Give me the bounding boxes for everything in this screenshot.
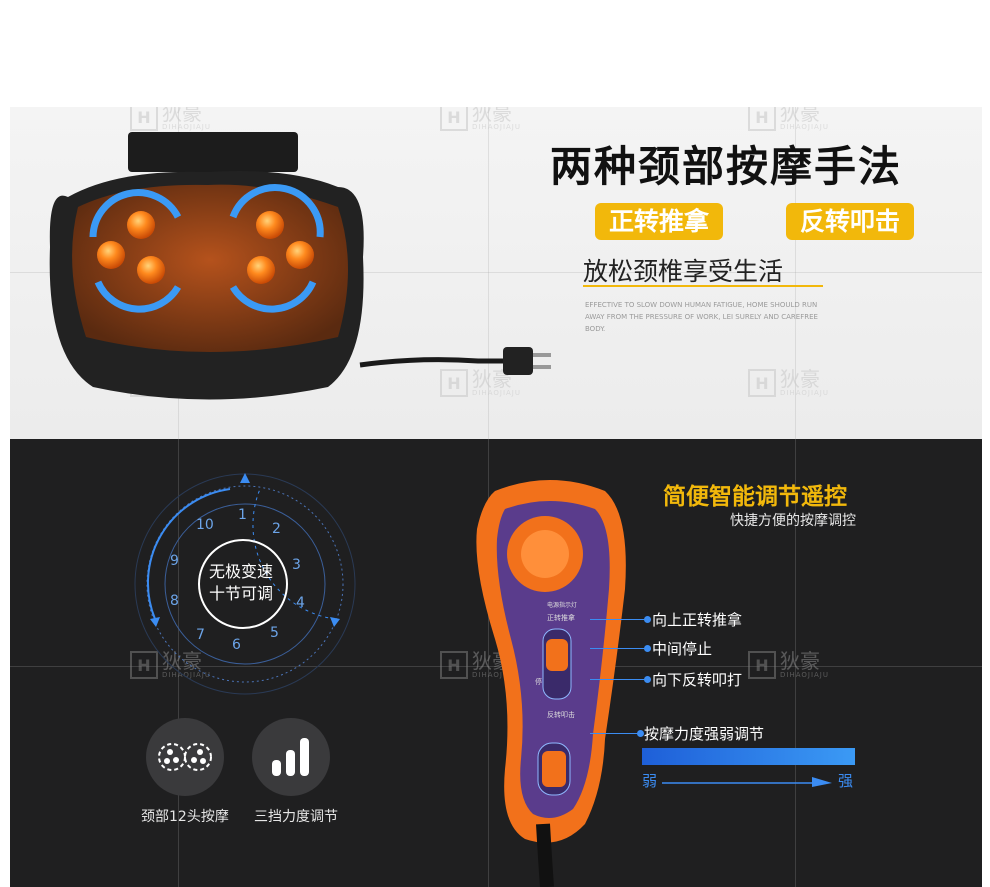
dial-number: 7	[196, 627, 205, 643]
guide-line	[10, 666, 982, 667]
top-margin	[0, 0, 990, 107]
pointer-line	[590, 679, 648, 680]
dial-number: 5	[270, 625, 279, 641]
dial-number: 8	[170, 593, 179, 609]
english-description: EFFECTIVE TO SLOW DOWN HUMAN FATIGUE, HO…	[585, 301, 818, 333]
massage-heads-icon	[158, 743, 212, 771]
svg-text:电源指示灯: 电源指示灯	[547, 601, 577, 609]
strength-arrow-icon	[662, 777, 832, 787]
svg-text:反转叩击: 反转叩击	[547, 710, 575, 719]
massage-pillow-image	[49, 132, 551, 400]
dial-number: 10	[196, 517, 214, 533]
dial-line-1: 无极变速	[208, 562, 273, 581]
dial-line-2: 十节可调	[208, 584, 273, 603]
guide-line	[795, 107, 796, 439]
feature-strength-label: 三挡力度调节	[254, 809, 338, 825]
pointer-line	[590, 648, 648, 649]
guide-line	[795, 439, 796, 887]
page-title: 两种颈部按摩手法	[550, 142, 903, 191]
pointer-dot	[644, 616, 651, 623]
subtitle-underline	[583, 285, 823, 287]
dial-number: 9	[170, 553, 179, 569]
dial-number: 1	[238, 507, 247, 523]
feature-heads-label: 颈部12头按摩	[141, 809, 229, 825]
label-up: 向上正转推拿	[652, 611, 743, 629]
label-down: 向下反转叩打	[652, 671, 743, 689]
guide-line	[10, 272, 982, 273]
pointer-dot	[637, 730, 644, 737]
dial-number: 4	[296, 595, 305, 611]
pointer-line	[590, 733, 640, 734]
guide-line	[178, 439, 179, 887]
weak-label: 弱	[642, 772, 658, 790]
label-mid: 中间停止	[652, 640, 713, 658]
remote-subtitle: 快捷方便的按摩调控	[730, 513, 856, 529]
pointer-dot	[644, 676, 651, 683]
strength-bar	[642, 748, 855, 765]
badge-forward: 正转推拿	[595, 203, 724, 240]
pointer-dot	[644, 645, 651, 652]
feature-strength-circle	[252, 718, 330, 796]
remote-title: 简便智能调节遥控	[663, 484, 847, 510]
feature-heads-circle	[146, 718, 224, 796]
dial-center-ring	[198, 539, 288, 629]
strength-bars-icon	[272, 738, 309, 776]
dial-number: 3	[292, 557, 301, 573]
badge-reverse: 反转叩击	[786, 203, 915, 240]
speed-dial-graphic	[134, 473, 356, 695]
guide-line	[488, 107, 489, 439]
dial-center-text: 无极变速 十节可调	[200, 561, 282, 605]
dial-number: 6	[232, 637, 241, 653]
subtitle: 放松颈椎享受生活	[583, 257, 784, 286]
svg-text:正转推拿: 正转推拿	[547, 613, 575, 622]
remote-control-image: 电源指示灯 正转推拿 停 反转叩击	[476, 480, 626, 887]
guide-line	[488, 439, 489, 887]
svg-text:停: 停	[535, 677, 542, 686]
pointer-line	[590, 619, 648, 620]
label-strength: 按摩力度强弱调节	[644, 725, 765, 743]
strong-label: 强	[838, 772, 854, 790]
dial-number: 2	[272, 521, 281, 537]
